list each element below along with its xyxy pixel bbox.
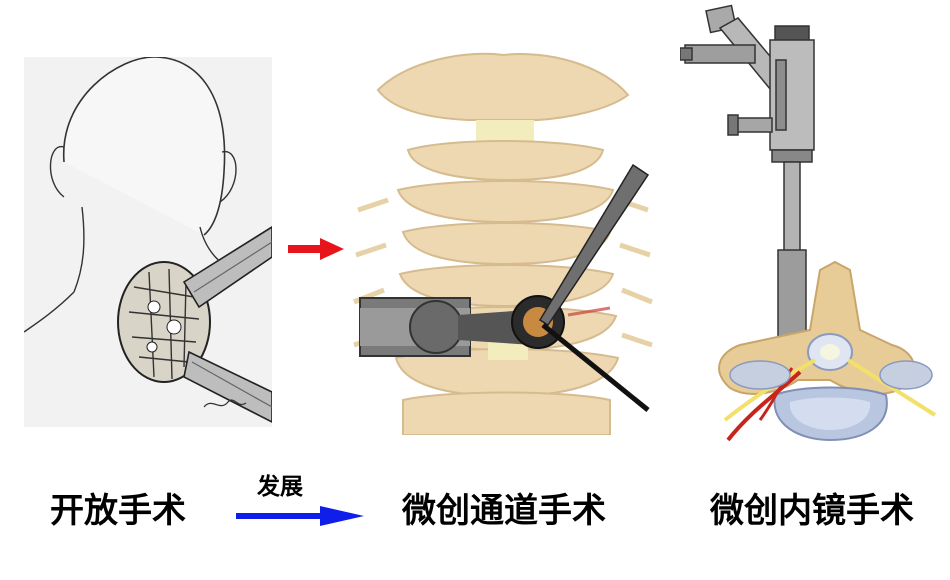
endoscope-surgery-illustration [679,0,950,445]
open-neck-surgery-sketch-icon [23,56,273,427]
progress-arrow-icon [288,238,344,260]
channel-surgery-illustration [348,40,658,436]
channel-surgery-label: 微创通道手术 [402,491,606,531]
spinal-endoscope-vertebra-icon [679,4,937,442]
open-surgery-illustration [23,56,273,427]
development-arrow-icon [236,506,364,526]
development-label: 发展 [257,474,303,500]
cervical-spine-tubular-retractor-icon [353,52,653,436]
open-surgery-label: 开放手术 [50,491,186,531]
endoscope-surgery-label: 微创内镜手术 [710,491,914,531]
